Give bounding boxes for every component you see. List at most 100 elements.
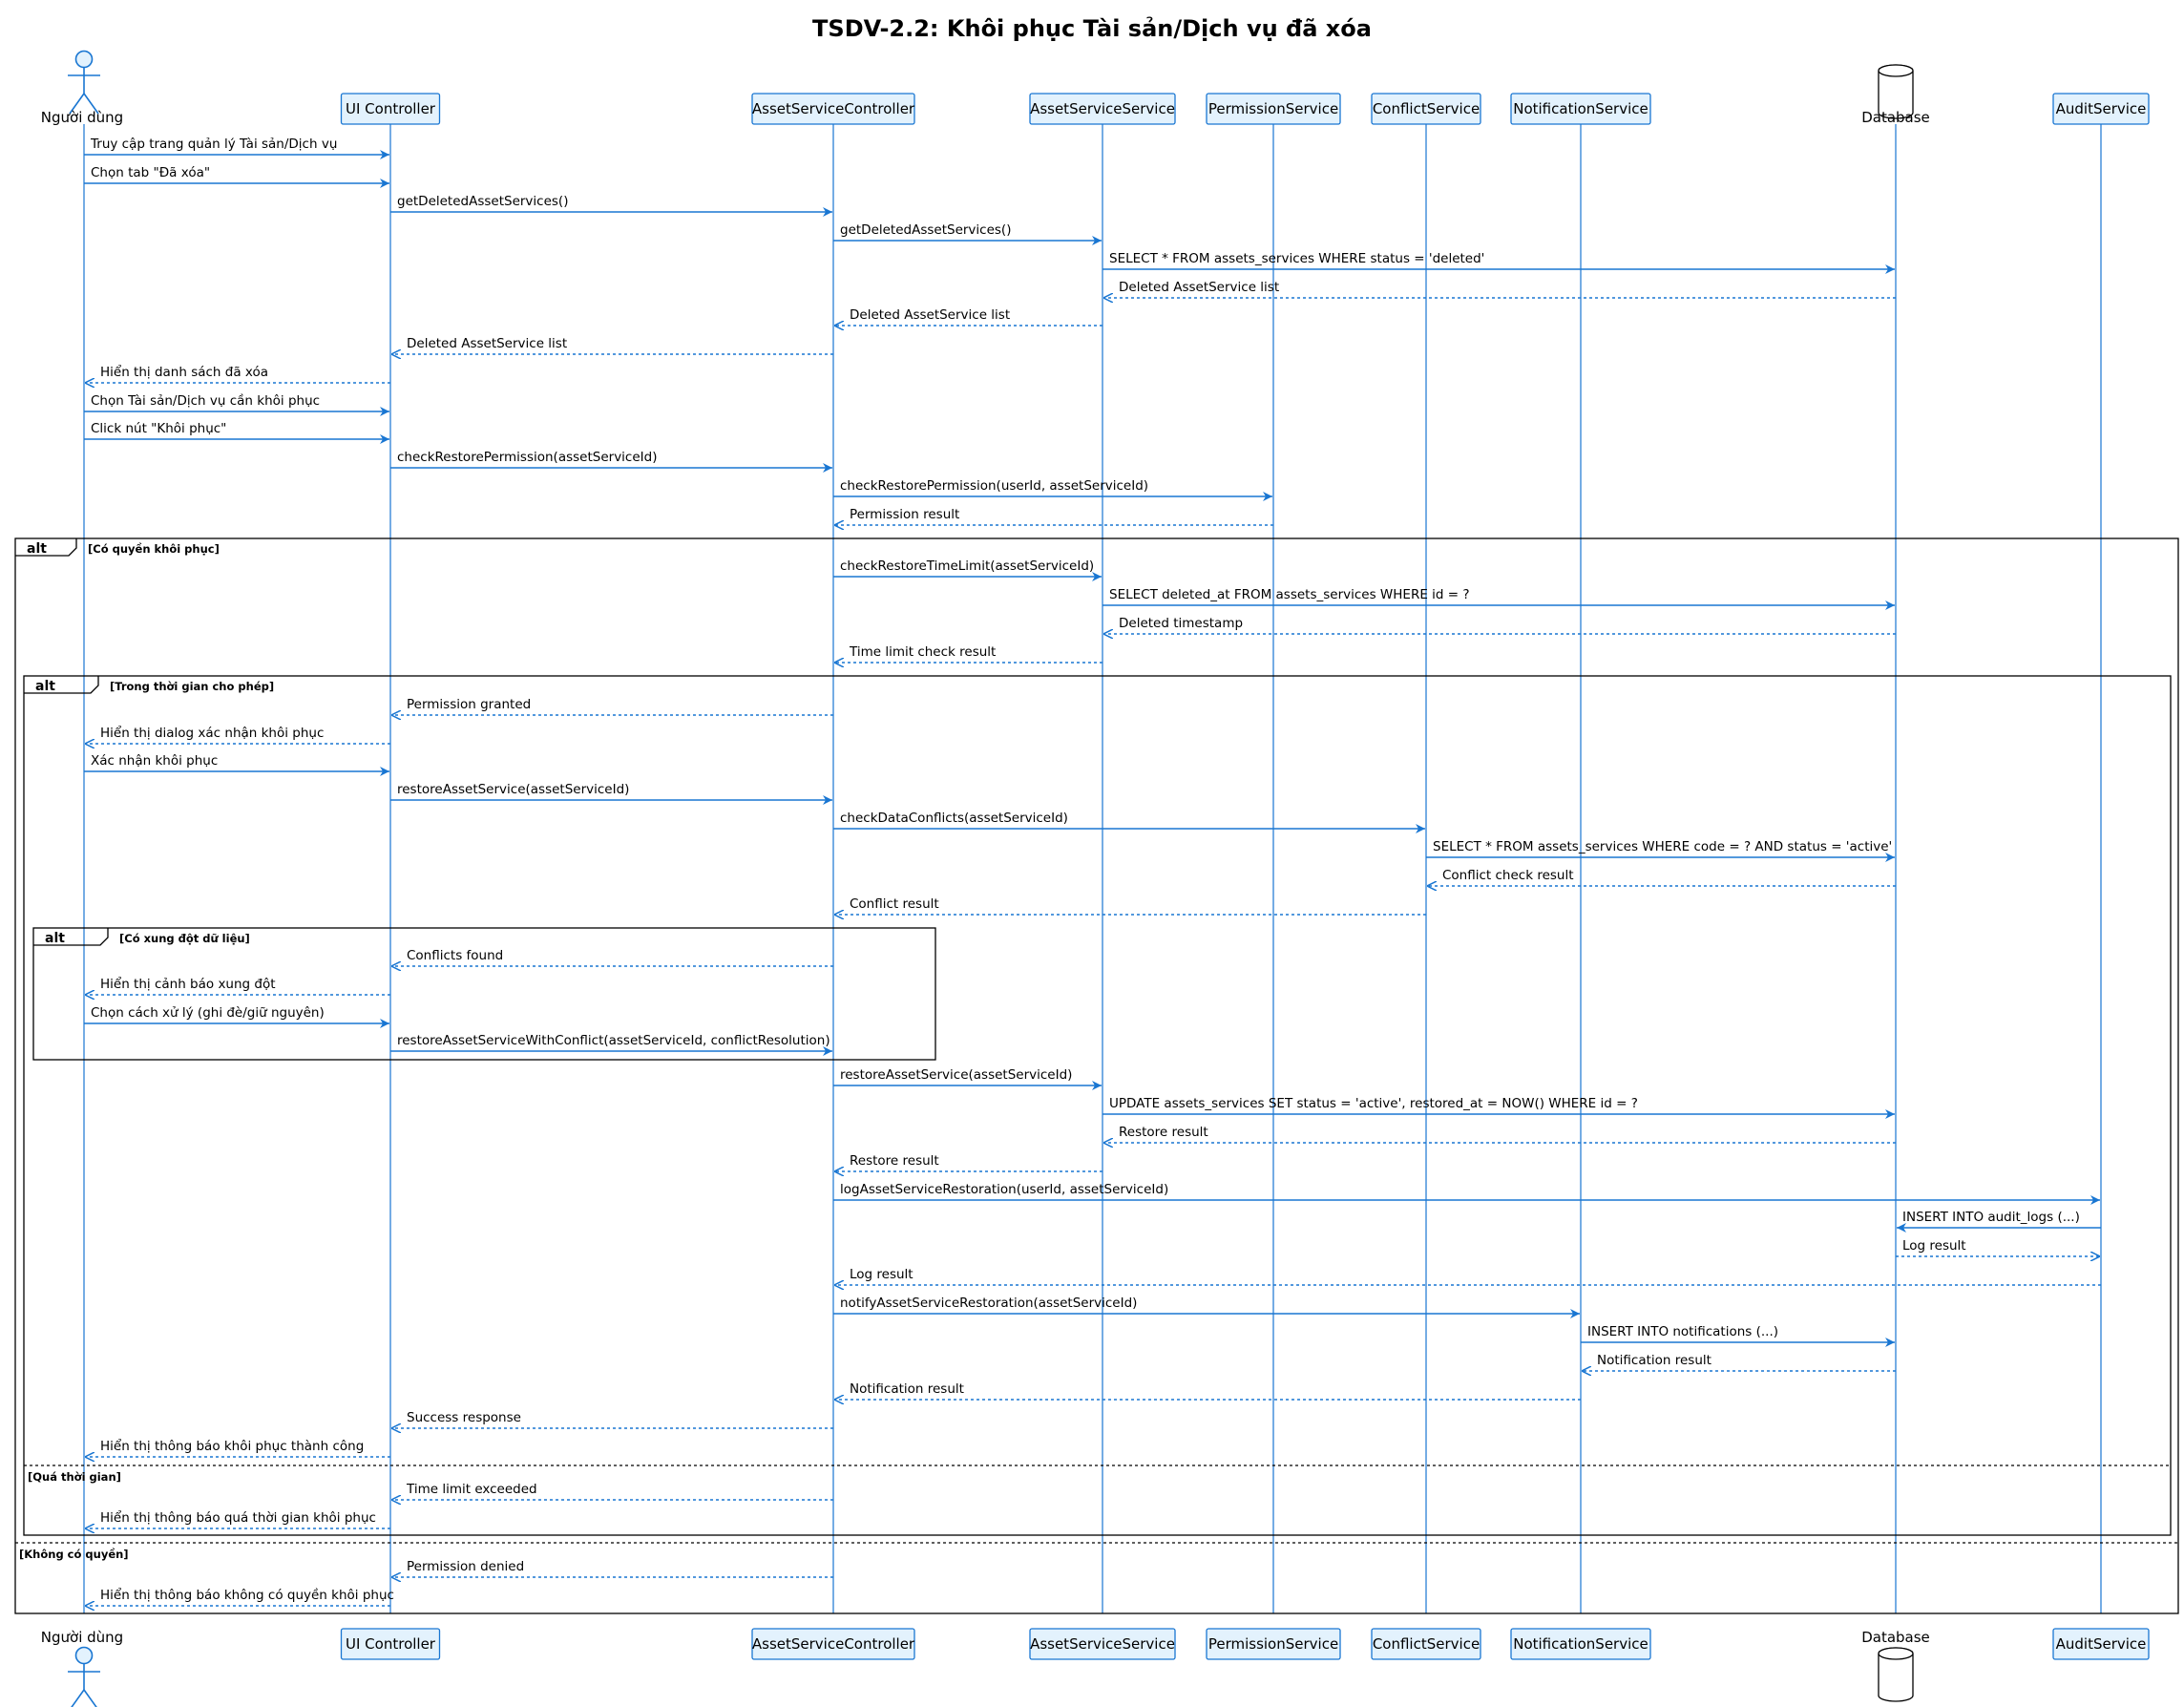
- message-call: restoreAssetServiceWithConflict(assetSer…: [390, 1033, 832, 1056]
- message-return: Conflicts found: [391, 948, 833, 966]
- message-return: Conflict result: [834, 896, 1426, 915]
- message-label: getDeletedAssetServices(): [840, 222, 1011, 238]
- fragment-condition: [Có quyền khôi phục]: [88, 542, 220, 556]
- message-call: checkDataConflicts(assetServiceId): [833, 811, 1425, 833]
- message-label: Xác nhận khôi phục: [91, 753, 218, 769]
- message-label: INSERT INTO notifications (...): [1587, 1324, 1778, 1339]
- participant-label: AssetServiceService: [1030, 1635, 1175, 1653]
- message-return: Hiển thị cảnh báo xung đột: [85, 976, 390, 995]
- message-call: getDeletedAssetServices(): [833, 222, 1102, 245]
- message-label: checkRestorePermission(assetServiceId): [397, 450, 657, 465]
- database-icon: [1878, 1647, 1914, 1702]
- message-label: INSERT INTO audit_logs (...): [1902, 1210, 2080, 1225]
- fragment-else-condition: [Không có quyền]: [19, 1548, 129, 1561]
- message-label: Time limit exceeded: [406, 1482, 537, 1497]
- message-return: Deleted AssetService list: [834, 307, 1102, 326]
- participant-label: AssetServiceService: [1030, 100, 1175, 117]
- message-call: restoreAssetService(assetServiceId): [833, 1067, 1102, 1090]
- participant-bottom-ui: UI Controller: [340, 1628, 441, 1660]
- message-call: checkRestorePermission(assetServiceId): [390, 450, 832, 473]
- message-label: Chọn Tài sản/Dịch vụ cần khôi phục: [91, 393, 320, 409]
- message-return: Permission result: [834, 507, 1273, 525]
- message-label: Deleted AssetService list: [407, 336, 567, 351]
- message-return: Hiển thị thông báo quá thời gian khôi ph…: [85, 1509, 390, 1528]
- message-label: getDeletedAssetServices(): [397, 194, 568, 209]
- message-label: Conflict check result: [1442, 868, 1574, 883]
- fragment-alt-2: alt[Có xung đột dữ liệu]: [32, 927, 936, 1061]
- message-label: checkRestorePermission(userId, assetServ…: [840, 478, 1148, 494]
- participant-label: ConflictService: [1373, 100, 1480, 117]
- message-label: SELECT * FROM assets_services WHERE code…: [1433, 839, 1892, 854]
- message-label: Success response: [407, 1410, 521, 1425]
- message-label: Deleted AssetService list: [1119, 280, 1279, 295]
- database-icon: [1878, 64, 1914, 119]
- message-label: Click nút "Khôi phục": [91, 421, 226, 436]
- message-return: Permission granted: [391, 697, 833, 715]
- message-call: Chọn tab "Đã xóa": [84, 165, 389, 188]
- participant-label: NotificationService: [1513, 100, 1648, 117]
- actor-icon: [68, 50, 100, 115]
- message-call: checkRestorePermission(userId, assetServ…: [833, 478, 1272, 501]
- participant-bottom-perm: PermissionService: [1206, 1628, 1341, 1660]
- message-call: INSERT INTO audit_logs (...): [1897, 1210, 2101, 1233]
- participant-label: NotificationService: [1513, 1635, 1648, 1653]
- participant-label-top-user: Người dùng: [41, 109, 123, 126]
- message-call: checkRestoreTimeLimit(assetServiceId): [833, 558, 1102, 581]
- message-label: Deleted AssetService list: [850, 307, 1010, 323]
- participant-label: UI Controller: [346, 100, 436, 117]
- participant-top-user: [68, 50, 100, 115]
- diagram-title-text: TSDV-2.2: Khôi phục Tài sản/Dịch vụ đã x…: [812, 15, 1372, 42]
- participant-label: AuditService: [2056, 1635, 2147, 1653]
- message-label: checkRestoreTimeLimit(assetServiceId): [840, 558, 1094, 574]
- participant-bottom-conf: ConflictService: [1371, 1628, 1481, 1660]
- participant-top-conf: ConflictService: [1371, 93, 1481, 125]
- message-label: checkDataConflicts(assetServiceId): [840, 811, 1068, 826]
- message-call: Chọn Tài sản/Dịch vụ cần khôi phục: [84, 393, 389, 416]
- message-call: SELECT * FROM assets_services WHERE stat…: [1102, 251, 1895, 274]
- participant-label: UI Controller: [346, 1635, 436, 1653]
- participant-label-bottom-user: Người dùng: [41, 1629, 123, 1646]
- message-call: restoreAssetService(assetServiceId): [390, 782, 832, 805]
- message-call: Truy cập trang quản lý Tài sản/Dịch vụ: [84, 137, 389, 159]
- message-label: Conflicts found: [407, 948, 503, 963]
- message-label: Notification result: [1597, 1353, 1712, 1368]
- fragment-tag: alt: [27, 541, 47, 557]
- message-return: Deleted AssetService list: [391, 336, 833, 354]
- message-return: Time limit exceeded: [391, 1482, 833, 1500]
- fragment-tag: alt: [45, 931, 65, 946]
- participant-top-asc: AssetServiceController: [751, 93, 915, 125]
- message-call: Chọn cách xử lý (ghi đè/giữ nguyên): [84, 1005, 389, 1028]
- participant-label: PermissionService: [1208, 1635, 1338, 1653]
- fragment-condition: [Trong thời gian cho phép]: [110, 680, 274, 693]
- message-label: Hiển thị danh sách đã xóa: [100, 364, 268, 380]
- fragment-alt-0: alt [Có quyền khôi phục] [Không có quyền]: [14, 537, 2179, 1614]
- message-label: Deleted timestamp: [1119, 616, 1243, 631]
- message-label: UPDATE assets_services SET status = 'act…: [1109, 1096, 1638, 1111]
- message-label: Hiển thị dialog xác nhận khôi phục: [100, 725, 324, 741]
- message-return: Hiển thị thông báo khôi phục thành công: [85, 1438, 390, 1457]
- message-label: restoreAssetService(assetServiceId): [840, 1067, 1072, 1083]
- participant-top-ui: UI Controller: [340, 93, 441, 125]
- message-label: Hiển thị thông báo không có quyền khôi p…: [100, 1587, 394, 1603]
- participant-label: ConflictService: [1373, 1635, 1480, 1653]
- message-label: SELECT deleted_at FROM assets_services W…: [1109, 587, 1470, 602]
- message-call: Click nút "Khôi phục": [84, 421, 389, 444]
- participant-bottom-user: [68, 1646, 100, 1707]
- message-call: notifyAssetServiceRestoration(assetServi…: [833, 1296, 1580, 1318]
- participant-top-perm: PermissionService: [1206, 93, 1341, 125]
- message-return: Hiển thị danh sách đã xóa: [85, 364, 390, 383]
- message-label: Hiển thị cảnh báo xung đột: [100, 976, 276, 992]
- participant-label: PermissionService: [1208, 100, 1338, 117]
- message-return: Hiển thị dialog xác nhận khôi phục: [85, 725, 390, 744]
- participant-label: AssetServiceController: [752, 100, 915, 117]
- message-call: getDeletedAssetServices(): [390, 194, 832, 217]
- message-label: notifyAssetServiceRestoration(assetServi…: [840, 1296, 1137, 1311]
- message-return: Time limit check result: [834, 644, 1102, 663]
- message-label: Conflict result: [850, 896, 939, 912]
- message-label: Permission result: [850, 507, 959, 522]
- message-call: INSERT INTO notifications (...): [1581, 1324, 1895, 1347]
- fragment-tag: alt: [35, 679, 55, 694]
- participant-label: AuditService: [2056, 100, 2147, 117]
- message-return: Success response: [391, 1410, 833, 1428]
